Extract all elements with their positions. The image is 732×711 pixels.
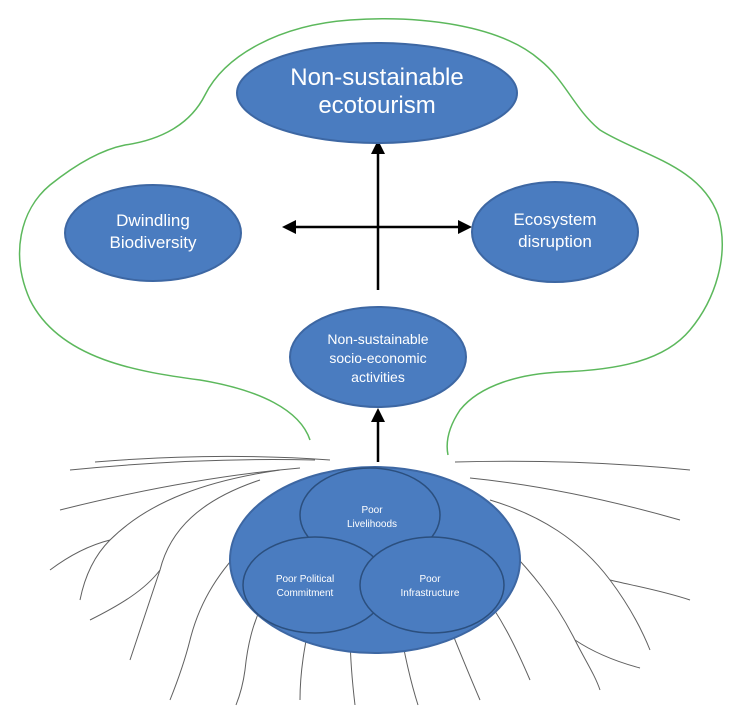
node-ecotourism-line2: ecotourism	[318, 92, 435, 119]
root-line	[79, 469, 281, 601]
node-ecosystem-line2: disruption	[518, 232, 592, 251]
venn-label-political-line1: Poor Political	[276, 574, 334, 585]
node-biodiversity-line1: Dwindling	[116, 211, 190, 230]
venn-label-infrastructure-line1: Poor	[419, 574, 441, 585]
arrow-middle-to-top	[371, 140, 385, 290]
venn-label-livelihoods-line2: Livelihoods	[347, 519, 397, 530]
node-socio-economic	[289, 306, 467, 408]
node-socio-economic-line1: Non-sustainable	[327, 331, 428, 347]
venn-label-infrastructure-line2: Infrastructure	[401, 588, 460, 599]
root-line	[574, 639, 641, 669]
node-ecotourism-line1: Non-sustainable	[290, 64, 463, 91]
root-line	[609, 579, 691, 601]
venn-label-livelihoods-line1: Poor	[361, 505, 383, 516]
venn-label-political-line2: Commitment	[277, 588, 334, 599]
node-ecosystem	[471, 181, 639, 283]
node-biodiversity-line2: Biodiversity	[110, 233, 197, 252]
root-line	[499, 539, 601, 691]
node-biodiversity	[64, 184, 242, 282]
node-ecotourism	[236, 42, 518, 144]
root-line	[169, 539, 251, 701]
arrow-left-right	[282, 220, 472, 234]
root-line	[49, 539, 111, 571]
root-line	[69, 458, 316, 471]
node-ecosystem-line1: Ecosystem	[513, 210, 596, 229]
canopy-outline	[18, 18, 723, 456]
root-line	[94, 455, 331, 463]
root-line	[59, 467, 301, 511]
node-socio-economic-line3: activities	[351, 369, 405, 385]
venn-circle-infrastructure	[359, 536, 505, 634]
root-line	[454, 460, 691, 471]
node-socio-economic-line2: socio-economic	[329, 350, 426, 366]
root-line	[489, 499, 651, 651]
root-line	[129, 479, 261, 661]
root-venn	[242, 467, 505, 634]
root-line	[469, 477, 681, 521]
arrow-root-to-middle	[371, 408, 385, 462]
root-line	[89, 569, 161, 621]
